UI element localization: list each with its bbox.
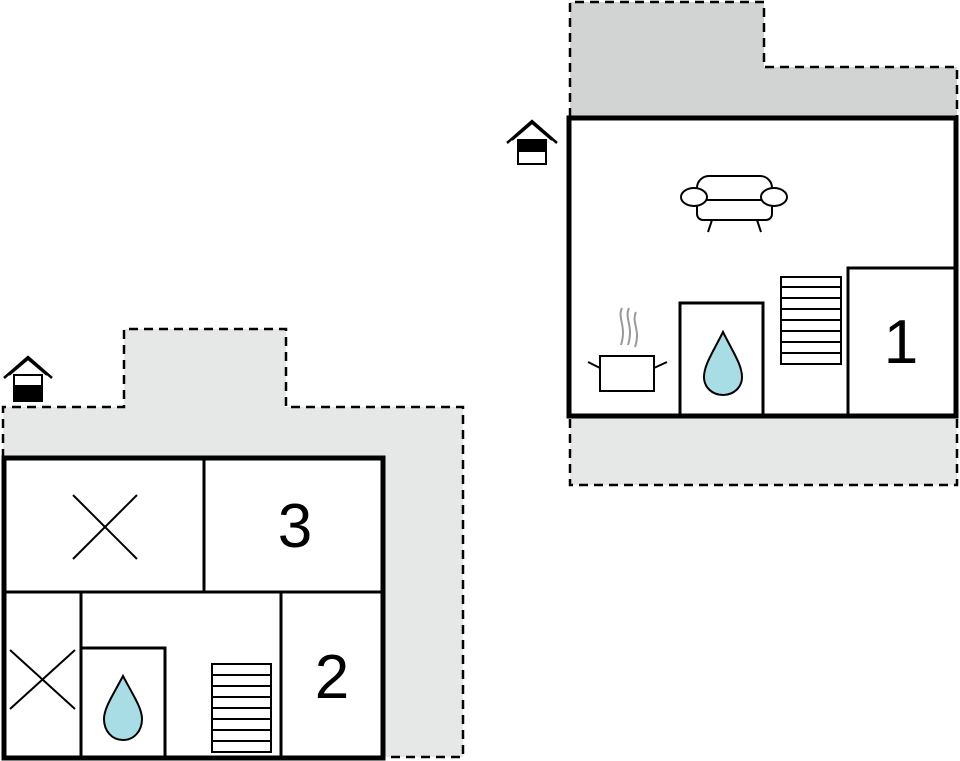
house-entrance-icon xyxy=(3,355,53,402)
sofa-icon xyxy=(680,175,788,233)
terrace-left xyxy=(1,327,465,759)
room-3-label: 3 xyxy=(278,492,312,561)
terrace-top xyxy=(568,0,959,119)
stairs-icon xyxy=(211,663,272,753)
ground-floor: 3 2 xyxy=(1,327,465,761)
house-entrance-icon xyxy=(506,119,558,165)
room-1 xyxy=(846,266,958,418)
water-drop-icon xyxy=(702,329,744,397)
upper-floor: 1 xyxy=(506,0,959,487)
water-drop-icon xyxy=(102,673,144,742)
room-2-label: 2 xyxy=(315,643,349,712)
bathroom-lower xyxy=(79,646,167,760)
stairs-icon xyxy=(780,276,842,365)
room-3 xyxy=(202,456,385,594)
cooking-pot-icon xyxy=(587,307,668,392)
x-mark-icon xyxy=(9,649,76,710)
building-outline-lower xyxy=(1,455,386,761)
x-mark-icon xyxy=(72,494,138,560)
room-1-label: 1 xyxy=(884,308,918,377)
bathroom-upper xyxy=(678,301,765,418)
terrace-bottom xyxy=(568,414,959,487)
